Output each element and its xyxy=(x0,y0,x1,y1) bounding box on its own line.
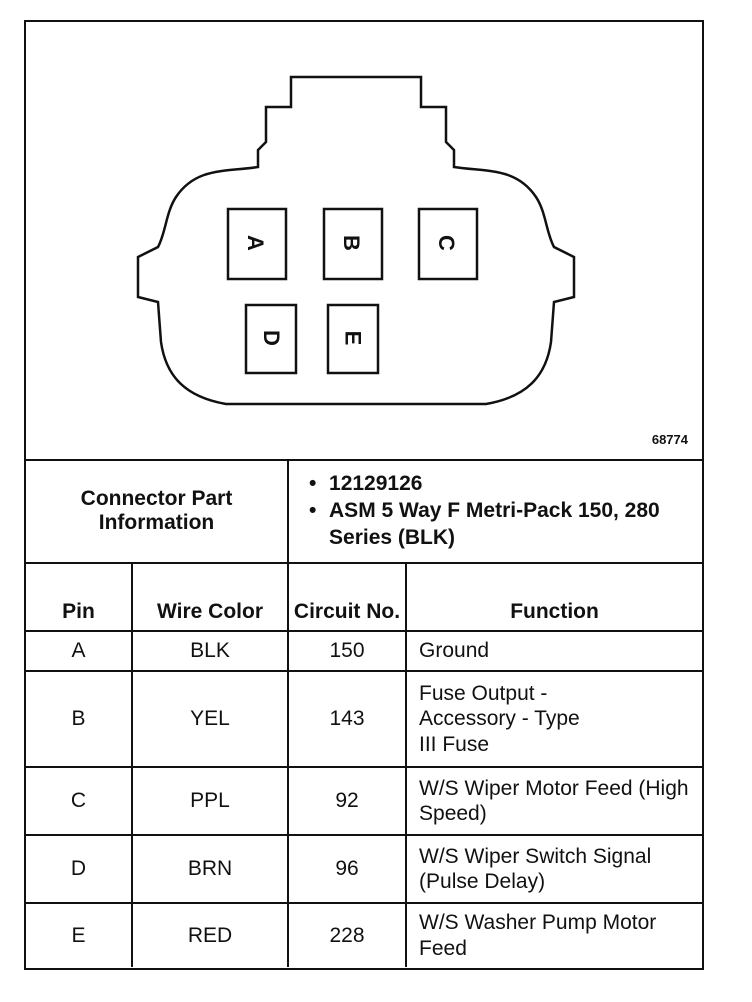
function-header: Function xyxy=(405,562,703,632)
cavity-e-label: E xyxy=(340,330,366,346)
function-cell: W/S Wiper Motor Feed (High Speed) xyxy=(405,766,703,836)
circuit-header: Circuit No. xyxy=(287,562,408,632)
circuit-cell: 143 xyxy=(287,670,408,768)
pinout-table: Connector Part Information 12129126 ASM … xyxy=(26,459,703,967)
part-number: 12129126 xyxy=(309,470,702,498)
pin-cell: D xyxy=(26,834,133,904)
wire-color-cell: BLK xyxy=(130,630,290,672)
connector-document: A B C D E 68774 Connector Part Informati… xyxy=(24,20,704,970)
cavity-a-label: A xyxy=(242,235,268,251)
cavity-c-label: C xyxy=(433,235,459,251)
table-row: D BRN 96 W/S Wiper Switch Signal (Pulse … xyxy=(26,834,703,904)
pin-cell: E xyxy=(26,902,133,967)
cavity-d-label: D xyxy=(258,330,284,346)
wire-color-cell: RED xyxy=(130,902,290,967)
connector-info-row: Connector Part Information 12129126 ASM … xyxy=(26,459,703,564)
table-row: A BLK 150 Ground xyxy=(26,630,703,672)
function-cell: W/S Washer Pump Motor Feed xyxy=(405,902,703,967)
pin-header: Pin xyxy=(26,562,133,632)
circuit-cell: 228 xyxy=(287,902,408,967)
table-row: C PPL 92 W/S Wiper Motor Feed (High Spee… xyxy=(26,766,703,836)
wire-color-cell: YEL xyxy=(130,670,290,768)
wire-color-cell: PPL xyxy=(130,766,290,836)
connector-diagram: A B C D E 68774 xyxy=(26,22,702,461)
table-row: E RED 228 W/S Washer Pump Motor Feed xyxy=(26,902,703,967)
pin-cell: A xyxy=(26,630,133,672)
wire-color-header: Wire Color xyxy=(130,562,290,632)
table-row: B YEL 143 Fuse Output - Accessory - Type… xyxy=(26,670,703,768)
circuit-cell: 96 xyxy=(287,834,408,904)
circuit-cell: 150 xyxy=(287,630,408,672)
cavity-b-label: B xyxy=(338,235,364,251)
figure-id: 68774 xyxy=(651,432,688,447)
function-cell: Ground xyxy=(405,630,703,672)
connector-outline xyxy=(136,75,576,406)
circuit-cell: 92 xyxy=(287,766,408,836)
wire-color-cell: BRN xyxy=(130,834,290,904)
part-description: ASM 5 Way F Metri-Pack 150, 280 Series (… xyxy=(309,497,702,552)
connector-info-label: Connector Part Information xyxy=(26,459,290,564)
pin-cell: B xyxy=(26,670,133,768)
function-cell: W/S Wiper Switch Signal (Pulse Delay) xyxy=(405,834,703,904)
header-row: Pin Wire Color Circuit No. Function xyxy=(26,562,703,632)
function-cell: Fuse Output - Accessory - Type III Fuse xyxy=(405,670,703,768)
connector-info-list: 12129126 ASM 5 Way F Metri-Pack 150, 280… xyxy=(287,459,703,564)
pin-cell: C xyxy=(26,766,133,836)
